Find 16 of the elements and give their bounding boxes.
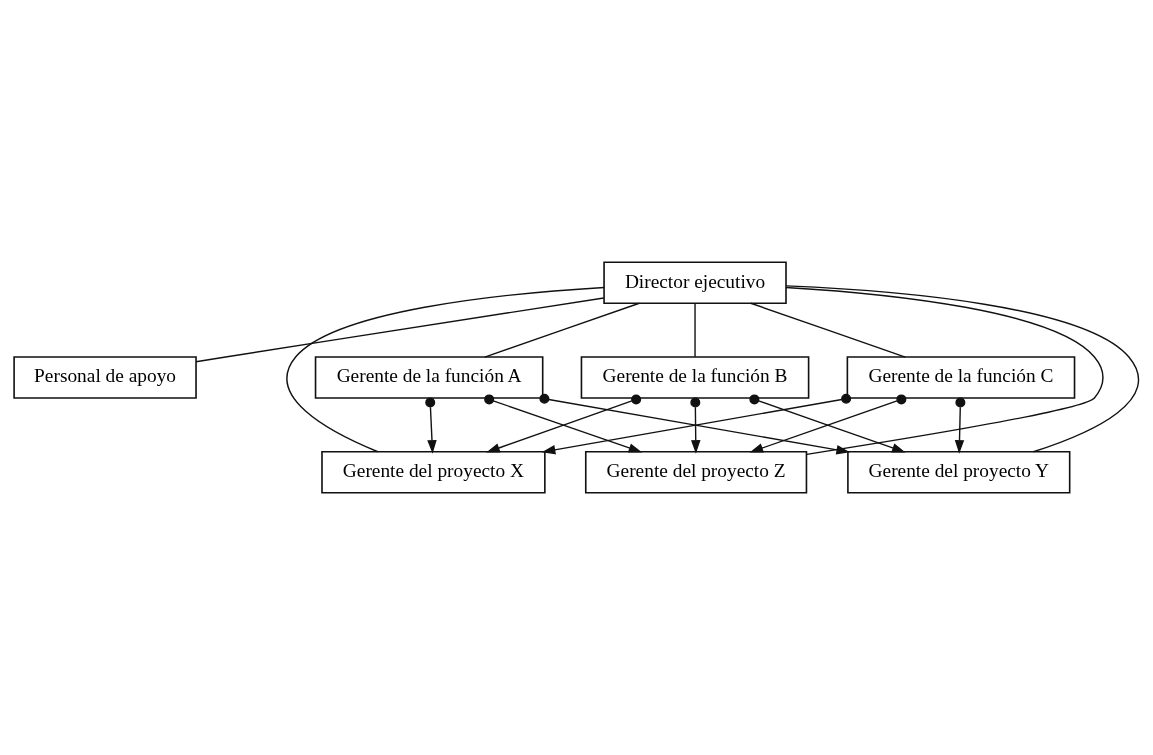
connector [694,302,696,358]
node-box: Personal de apoyo [13,356,197,399]
node-box: Gerente del proyecto Y [847,450,1071,494]
connector [195,297,605,363]
node-box: Gerente del proyecto Z [584,450,808,494]
connector [750,302,906,358]
arrow [690,397,701,454]
connector [286,286,605,453]
node-box: Gerente del proyecto X [321,450,546,494]
node-box: Gerente de la función C [846,356,1076,399]
arrow [954,397,966,454]
node-box: Director ejecutivo [603,261,787,305]
node-box: Gerente de la función A [314,356,544,399]
arrow [425,397,437,454]
connector [484,302,640,358]
node-box: Gerente de la función B [580,356,810,399]
